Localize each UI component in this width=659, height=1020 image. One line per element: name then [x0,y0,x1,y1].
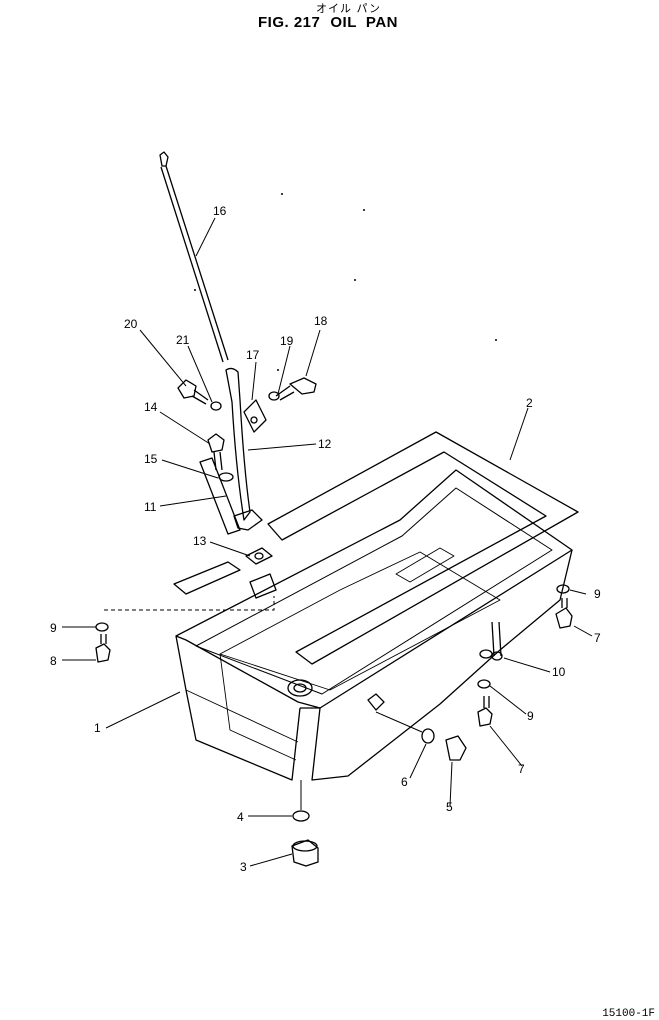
callout-21: 21 [176,333,190,347]
scan-specks [194,193,497,371]
callout-7-right: 7 [594,631,601,645]
washer-21 [210,401,222,411]
bolt-14 [207,433,225,471]
bolt-7-lower [477,696,493,727]
figure-header: オイル パン FIG. 217 OIL PAN [0,0,659,36]
callout-19: 19 [280,334,294,348]
o-ring-4 [292,810,310,822]
gasket-2 [267,431,579,665]
callout-9-right: 9 [594,587,601,601]
stiffener-plate [173,561,241,595]
figure-title: FIG. 217 OIL PAN [258,14,408,31]
callout-13: 13 [193,534,207,548]
guide-tube-12 [225,367,263,531]
callout-20: 20 [124,317,138,331]
dipstick-gauge [159,151,229,363]
callout-9-lower: 9 [527,709,534,723]
callout-1: 1 [94,721,101,735]
callout-18: 18 [314,314,328,328]
washer-9-lower [477,679,491,689]
callout-7-lower: 7 [518,762,525,776]
callout-8: 8 [50,654,57,668]
leader-lines [62,217,593,867]
callout-14: 14 [144,400,158,414]
washer-9-right [556,584,570,594]
callout-17: 17 [246,348,260,362]
washer-19 [268,391,280,401]
gasket-13 [245,547,273,565]
callout-3: 3 [240,860,247,874]
bolt-7-right [555,598,573,629]
drain-plug-5 [445,735,467,761]
washer-9-left [95,622,109,632]
callout-6: 6 [401,775,408,789]
callout-9-left: 9 [50,621,57,635]
tube-11 [199,457,241,535]
callout-15: 15 [144,452,158,466]
figure-number: FIG. 217 [258,14,321,31]
figure-name: OIL PAN [330,14,398,31]
drawing-code: 15100-1F [602,1008,655,1020]
drain-boss [367,693,385,711]
figure-title-japanese: オイル パン [316,2,382,15]
dashed-leader [104,596,275,611]
pipe-10 [479,621,503,661]
callout-labels: 16 20 21 17 19 18 14 12 2 15 11 13 9 9 9… [50,204,601,874]
bolt-18 [275,377,317,401]
callout-2: 2 [526,396,533,410]
callout-4: 4 [237,810,244,824]
callout-16: 16 [213,204,227,218]
callout-5: 5 [446,800,453,814]
callout-10: 10 [552,665,566,679]
callout-12: 12 [318,437,332,451]
washer-6 [421,728,435,744]
bracket-left [249,573,277,599]
plug-3 [291,839,319,867]
callout-11: 11 [144,500,157,514]
oil-pan-body-1 [175,469,573,781]
bolt-20 [177,379,209,405]
bracket-17 [243,399,267,433]
washer-15 [218,472,234,482]
bolt-8 [95,634,111,663]
bracket-hole-icon [250,416,258,424]
